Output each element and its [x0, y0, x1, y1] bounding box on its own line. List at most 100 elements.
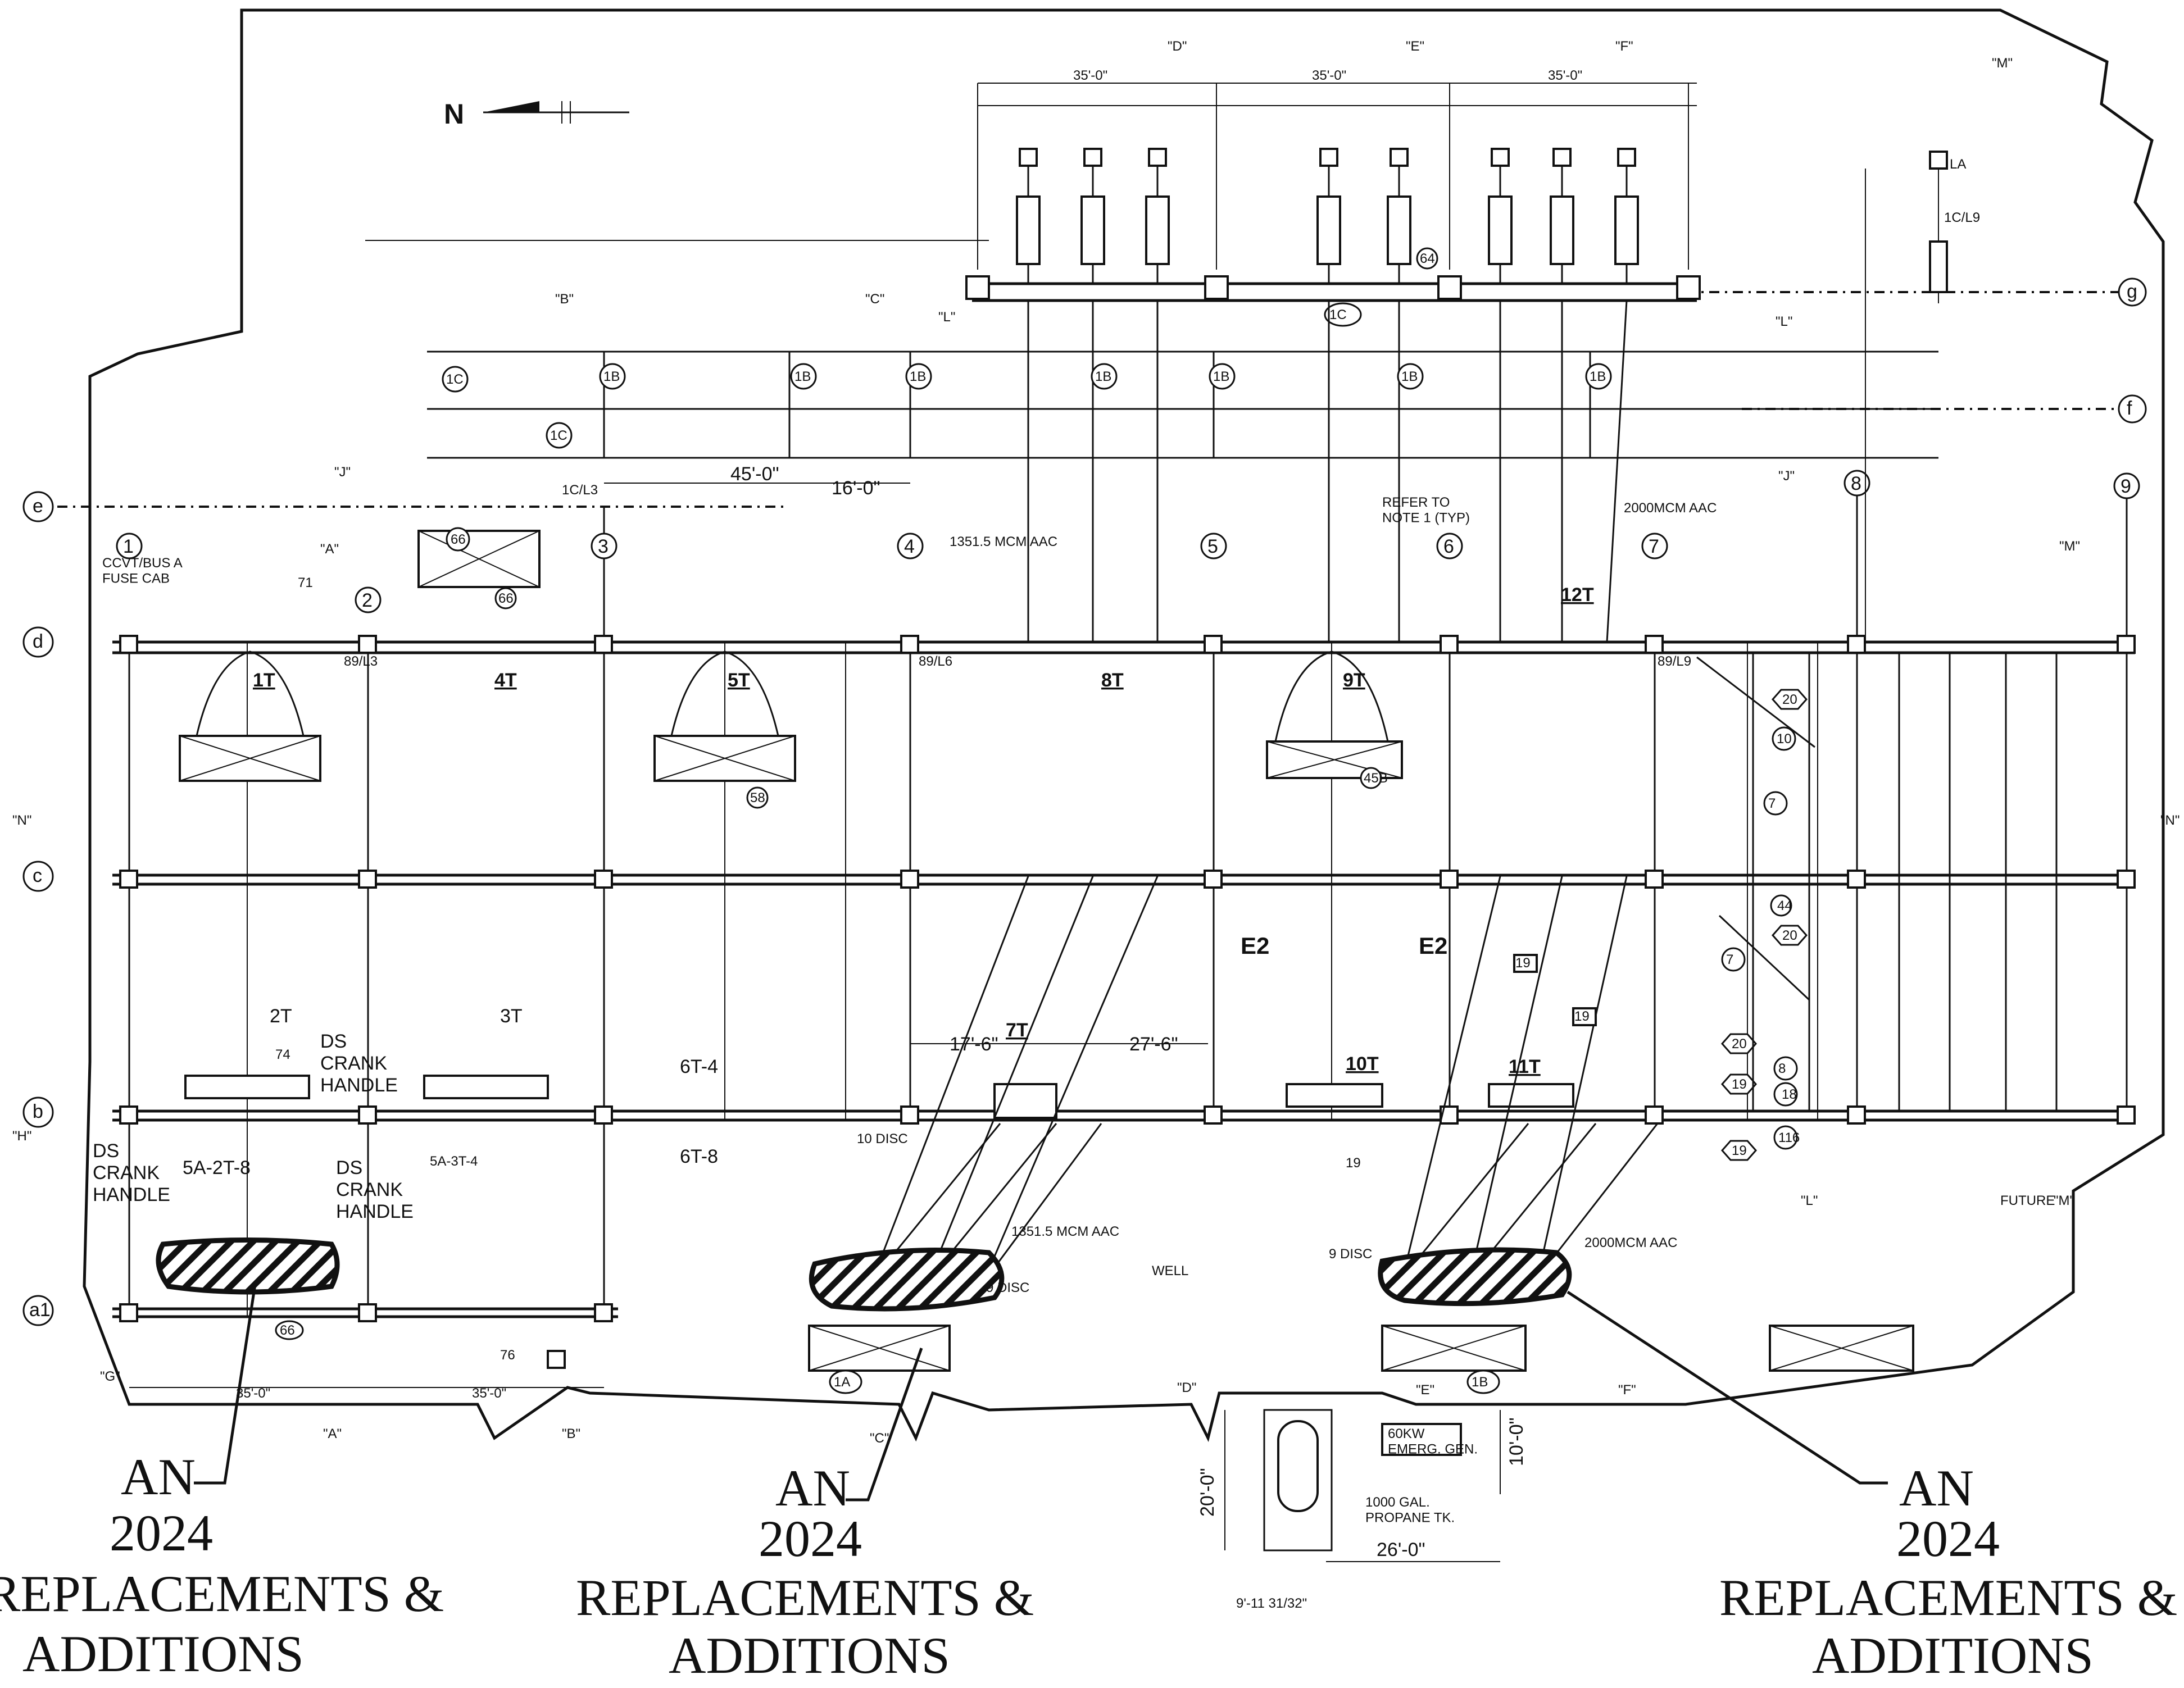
callout-20a: 66	[280, 1323, 295, 1338]
column-label: 7	[1649, 536, 1659, 557]
top-dimensions: 35'-0" 35'-0" 35'-0" 45'-0" 16'-0"	[365, 68, 1697, 499]
bus-tag: 1C/L9	[1944, 210, 1980, 225]
right-bays	[1752, 151, 2058, 1111]
callout-18: 116	[1778, 1130, 1800, 1145]
lower-lattice: 1A 1B 66	[275, 1320, 1914, 1394]
column-label: 6	[1443, 536, 1454, 557]
dim-45: 45'-0"	[730, 463, 779, 485]
section-m: "M"	[2059, 539, 2080, 554]
grid-nodes	[119, 275, 2136, 1322]
lower-switch-structures: 74 76 19 71	[184, 575, 1574, 1369]
callout-71: 71	[298, 575, 313, 590]
row-label: c	[33, 865, 42, 886]
callout-66: 66	[498, 591, 514, 606]
callout-8: 18	[1782, 1087, 1797, 1102]
callout-10: 7	[1726, 952, 1733, 967]
section-c: "C"	[870, 1431, 889, 1446]
section-j: "J"	[334, 465, 351, 480]
row-label: a1	[29, 1299, 51, 1321]
right-callouts: 20 10 7 44 20 7 20 19 19 8 18 116 19 19	[1513, 689, 1808, 1161]
section-n: "N"	[2160, 813, 2180, 828]
column-label: 4	[904, 536, 915, 557]
propane-tank-note: 1000 GAL.PROPANE TK.	[1365, 1495, 1455, 1526]
annotation-an: AN	[121, 1448, 196, 1505]
section-markers: "D" "E" "F" "M" "B" "C" "L" "L" "J" "J" …	[12, 39, 2180, 1446]
conductor-note: 1351.5 MCM AAC	[950, 534, 1057, 549]
replacement-area-1	[156, 1237, 340, 1295]
annotation-year: 2024	[759, 1510, 862, 1567]
callout-116: 19	[1515, 956, 1531, 971]
column-label: 1	[123, 536, 134, 557]
column-lines	[128, 483, 2128, 1317]
replacement-areas	[156, 1237, 1572, 1312]
callout-45a: 1B	[1472, 1375, 1488, 1390]
bus-tag: 89/L3	[344, 654, 378, 669]
section-a: "A"	[320, 542, 339, 557]
section-l: "M"	[1992, 56, 2013, 71]
callout-44: 19	[1732, 1077, 1747, 1092]
dim-35: 35'-0"	[1548, 68, 1582, 83]
callout-76: 76	[500, 1348, 515, 1363]
well-note: WELL	[1152, 1263, 1188, 1278]
property-outline	[83, 8, 2165, 1443]
column-label: 3	[598, 536, 609, 557]
bus-tag: 89/L6	[919, 654, 952, 669]
line-conductors: 1B 1B 1B 1B 1B 1B 1B 1C 1C	[442, 300, 1628, 643]
callout-74: 74	[275, 1047, 290, 1062]
callout-20: 10	[1777, 731, 1792, 747]
row-label: d	[33, 631, 43, 652]
section-a: "A"	[323, 1426, 342, 1441]
dim-9-11: 9'-11 31/32"	[1236, 1596, 1307, 1611]
callout-10: 7	[1768, 796, 1776, 811]
structure-e2: E2	[1241, 932, 1269, 959]
transformer-5t: 5T	[728, 670, 750, 691]
future-note: FUTURE	[2000, 1193, 2055, 1208]
conductor-note: 1351.5 MCM AAC	[1011, 1224, 1119, 1239]
section-g: "G"	[100, 1369, 120, 1384]
bus-tag: 89/L9	[1658, 654, 1691, 669]
dim-17-6: 17'-6"	[950, 1034, 998, 1055]
section-d: "D"	[1177, 1380, 1196, 1395]
dim-35-bottom: 35'-0"	[472, 1386, 506, 1401]
replacement-area-3	[1378, 1247, 1572, 1307]
section-f: "F"	[1618, 1382, 1636, 1398]
bay-5a-3t-4: 5A-3T-4	[430, 1154, 478, 1169]
annotation-leaders	[194, 1280, 1888, 1502]
upper-bus-bays: 64 1C	[1016, 148, 1639, 327]
bay-6t-8: 6T-8	[680, 1146, 718, 1167]
dim-10: 10'-0"	[1506, 1417, 1527, 1466]
annotation-title: REPLACEMENTS &	[1719, 1569, 2177, 1626]
callout-1c: 66	[451, 532, 466, 547]
column-label: 5	[1207, 536, 1218, 557]
conductor-note: 2000MCM AAC	[1624, 501, 1717, 516]
insulator-note: 9 DISC	[1329, 1246, 1372, 1262]
row-label: b	[33, 1101, 43, 1122]
annotation-an: AN	[1899, 1459, 1974, 1517]
callout-1a: 1B	[1590, 369, 1606, 384]
transformer-9t: 9T	[1343, 670, 1365, 691]
dim-26: 26'-0"	[1377, 1539, 1425, 1560]
bottom-dimensions: 35'-0" 35'-0" 17'-6" 27'-6"	[129, 1034, 1208, 1401]
transformer-11t: 11T	[1509, 1056, 1541, 1077]
north-label: N	[444, 98, 464, 130]
bay-3t: 3T	[500, 1005, 523, 1027]
callout-17: 20	[1782, 928, 1797, 943]
callout-19: 8	[1778, 1061, 1786, 1076]
transformer-12t: 12T	[1561, 584, 1594, 606]
diagonal-conductors	[875, 656, 1815, 1276]
dim-35: 35'-0"	[1073, 68, 1107, 83]
section-b: "B"	[555, 292, 574, 307]
annotation-year: 2024	[110, 1504, 213, 1562]
annotation-subtitle: ADDITIONS	[22, 1625, 304, 1682]
column-label: 8	[1851, 473, 1861, 494]
callout-64: 64	[1420, 251, 1435, 266]
section-n: "N"	[12, 813, 31, 828]
transformer-4t: 4T	[494, 670, 517, 691]
dim-35: 35'-0"	[1312, 68, 1346, 83]
section-d: "D"	[1168, 39, 1187, 54]
annotation-left: AN 2024 REPLACEMENTS & ADDITIONS	[0, 1448, 444, 1682]
callout-35a: 1A	[834, 1375, 850, 1390]
